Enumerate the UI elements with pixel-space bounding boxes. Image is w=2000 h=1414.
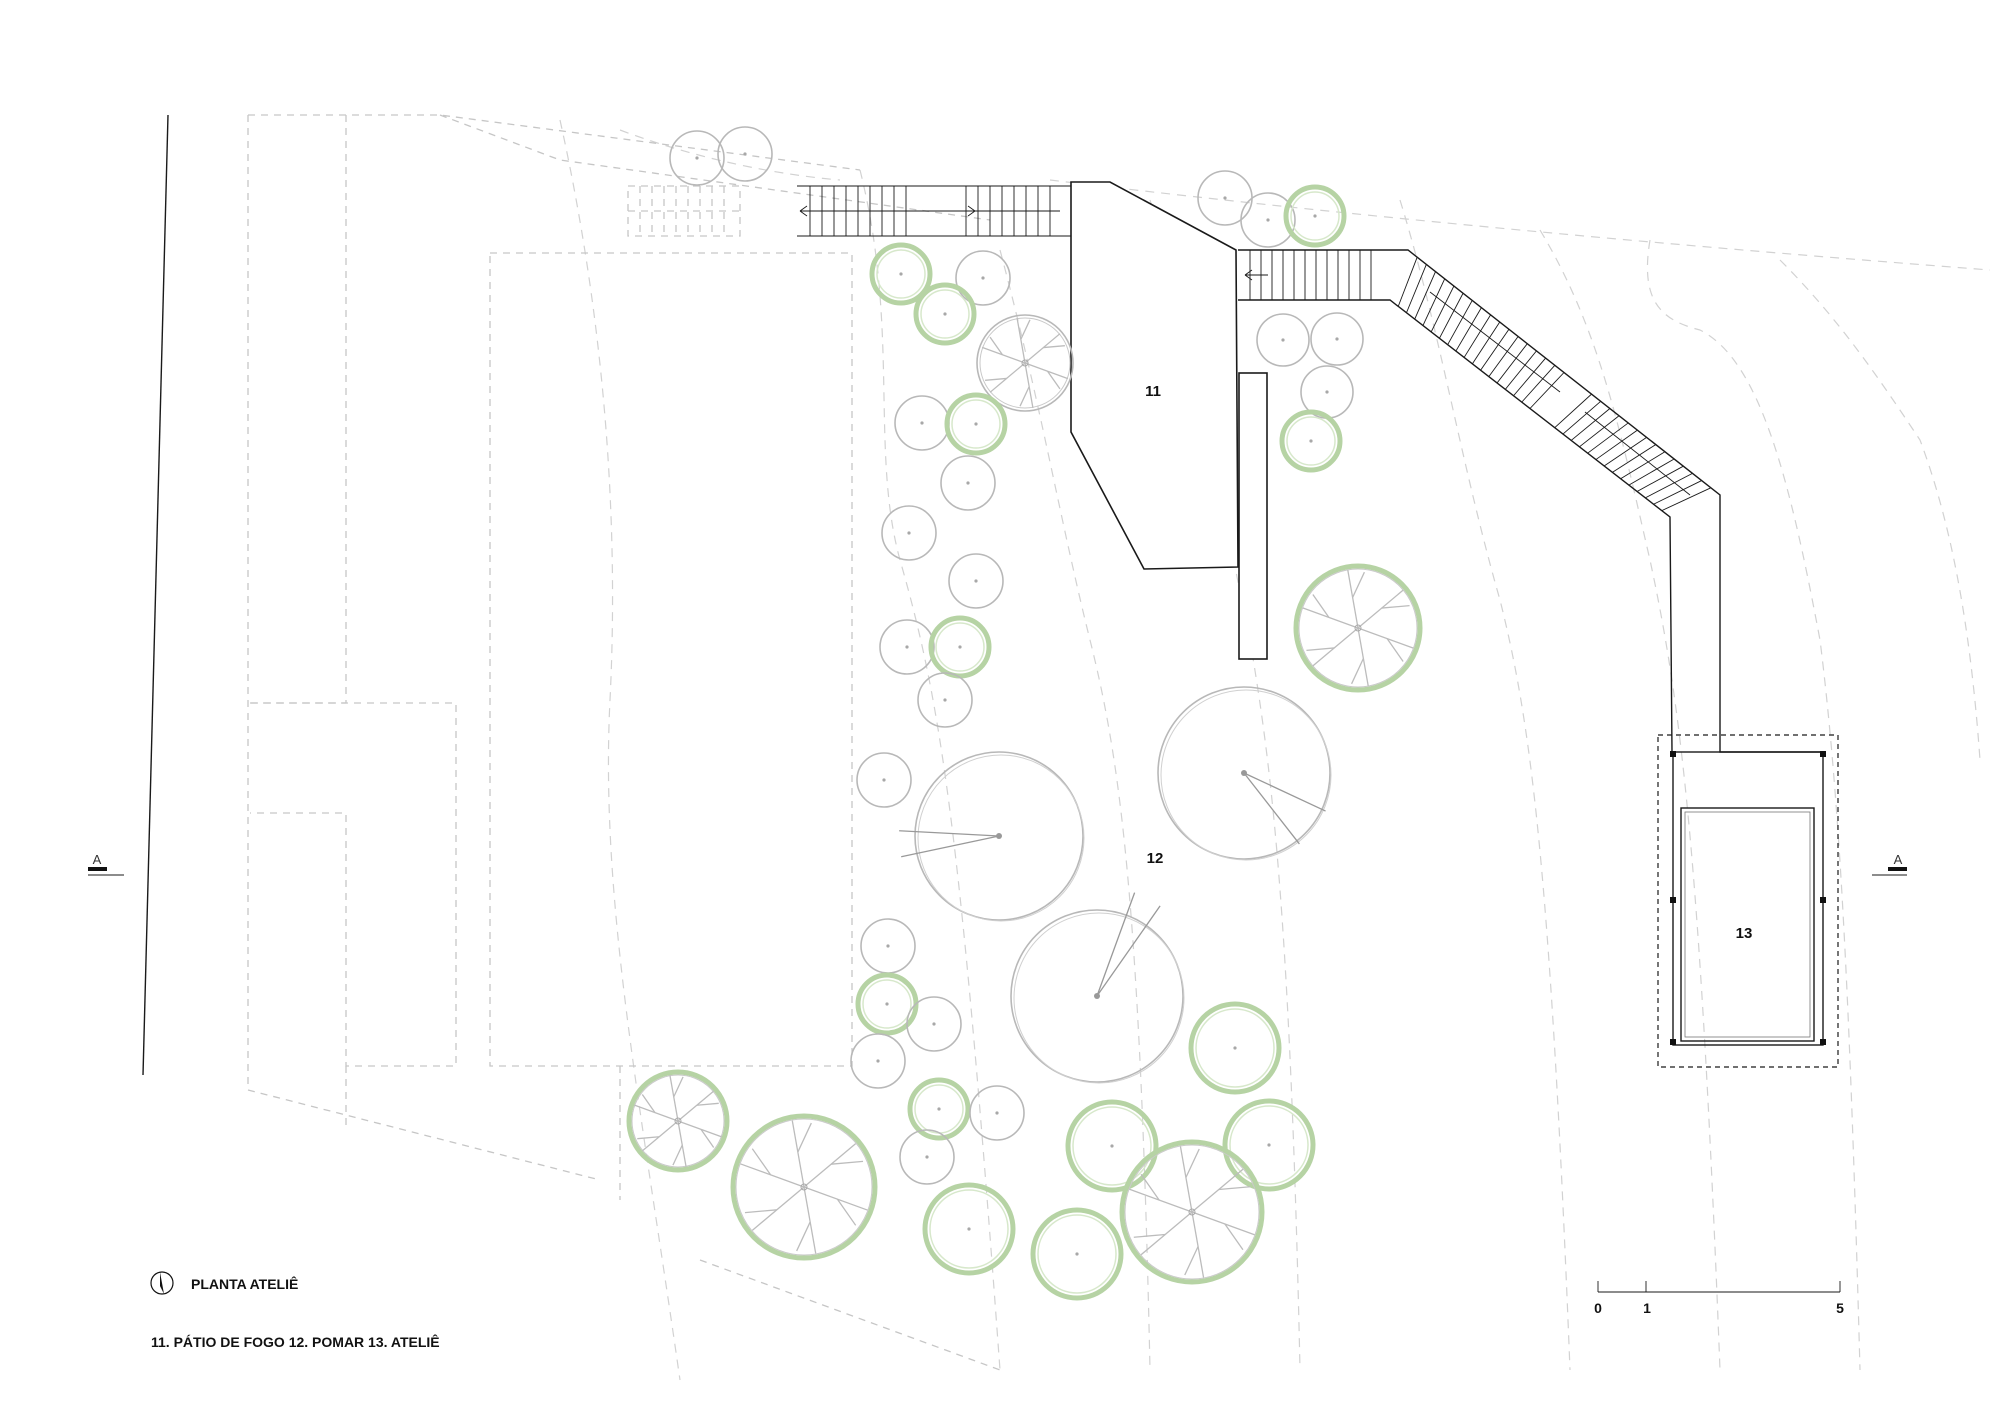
grey-tree <box>917 672 973 728</box>
canopy-tree <box>1293 563 1423 693</box>
stair-to-atelie <box>1238 249 1820 753</box>
patio-de-fogo-outline <box>1070 181 1239 570</box>
grey-tree <box>1310 312 1364 366</box>
large-tree <box>1010 892 1185 1084</box>
site-boundary <box>142 114 169 1076</box>
room-label-pomar: 12 <box>1147 850 1164 867</box>
grey-tree <box>881 505 937 561</box>
grey-tree <box>1240 192 1296 248</box>
green-tree <box>928 615 992 679</box>
grey-tree <box>948 553 1004 609</box>
green-tree <box>1030 1207 1124 1301</box>
scale-tick-1: 1 <box>1643 1300 1651 1316</box>
green-tree <box>1222 1098 1316 1192</box>
canopy-tree <box>730 1113 878 1261</box>
grey-tree <box>940 455 996 511</box>
grey-tree <box>899 1129 955 1185</box>
large-tree <box>899 751 1085 922</box>
large-tree <box>1157 686 1332 861</box>
grey-tree <box>860 918 916 974</box>
scale-tick-0: 0 <box>1594 1300 1602 1316</box>
green-tree <box>907 1077 971 1141</box>
green-tree <box>913 282 977 346</box>
green-tree <box>1283 184 1347 248</box>
green-tree <box>869 242 933 306</box>
room-label-patio: 11 <box>1145 383 1161 400</box>
legend-title: PLANTA ATELIÊ <box>191 1275 298 1292</box>
green-tree <box>1065 1099 1159 1193</box>
legend-caption: 11. PÁTIO DE FOGO 12. POMAR 13. ATELIÊ <box>151 1333 440 1350</box>
upper-stair <box>797 185 1072 237</box>
room-label-atelie: 13 <box>1736 925 1753 942</box>
grey-tree <box>955 250 1011 306</box>
section-marker-right: A <box>1872 852 1907 876</box>
existing-outlines <box>247 114 1001 1371</box>
patio-wall <box>1238 372 1268 660</box>
scale-bar: 0 1 5 <box>1594 1281 1844 1316</box>
grey-tree <box>879 619 935 675</box>
north-arrow <box>150 1271 174 1295</box>
grey-tree <box>856 752 912 808</box>
canopy-tree <box>626 1069 730 1173</box>
section-label-left: A <box>93 852 102 867</box>
stair-treads-dashed <box>628 186 740 236</box>
green-tree <box>922 1182 1016 1276</box>
grey-tree <box>669 130 725 186</box>
section-label-right: A <box>1894 852 1903 867</box>
grey-tree <box>1256 313 1310 367</box>
canopy-tree <box>976 314 1074 412</box>
grey-tree <box>906 996 962 1052</box>
grey-tree <box>969 1085 1025 1141</box>
green-tree <box>944 392 1008 456</box>
green-tree <box>1188 1001 1282 1095</box>
scale-tick-5: 5 <box>1836 1300 1844 1316</box>
grey-tree <box>1197 170 1253 226</box>
section-marker-left: A <box>88 852 124 876</box>
contour-lines <box>559 119 1991 1381</box>
trees <box>626 126 1423 1301</box>
grey-tree <box>894 395 950 451</box>
grey-tree <box>717 126 773 182</box>
green-tree <box>1279 409 1343 473</box>
canopy-tree <box>1119 1139 1265 1285</box>
grey-tree <box>850 1033 906 1089</box>
atelie <box>1657 734 1839 1068</box>
